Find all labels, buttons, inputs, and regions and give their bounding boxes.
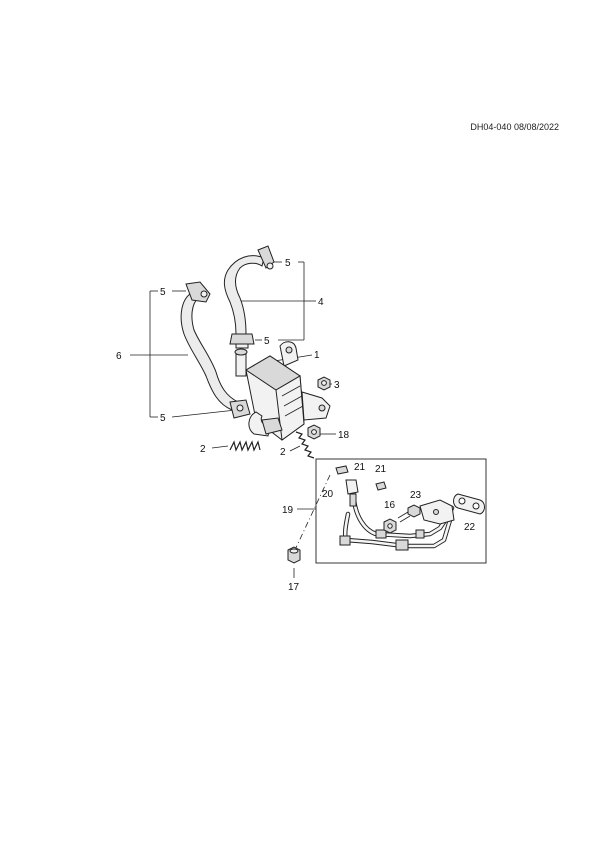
callout-19: 19 (282, 505, 294, 516)
centerline (293, 474, 331, 553)
gasket-22 (453, 493, 485, 515)
callout-5-left-bottom: 5 (160, 413, 166, 424)
clip-21-left (335, 465, 349, 475)
callout-5-top: 5 (285, 258, 291, 269)
leader-lines (130, 261, 336, 578)
callout-23: 23 (410, 490, 422, 501)
callout-20: 20 (322, 489, 334, 500)
callout-1: 1 (314, 350, 320, 361)
hose-4 (223, 245, 275, 349)
nut-3 (317, 376, 331, 391)
callout-21-left: 21 (354, 462, 366, 473)
nut-17 (287, 546, 301, 564)
fitting-20 (345, 479, 359, 507)
hose-6 (180, 281, 251, 419)
callout-18: 18 (338, 430, 350, 441)
canister-1 (234, 341, 331, 441)
spring-2-right (295, 431, 315, 459)
clip-21-right (375, 481, 387, 491)
nut-16 (383, 518, 397, 534)
callout-5-left-top: 5 (160, 287, 166, 298)
callout-22: 22 (464, 522, 476, 533)
bolt-23 (397, 504, 421, 523)
callout-21-right: 21 (375, 464, 387, 475)
callout-6: 6 (116, 351, 122, 362)
spring-2-left (229, 440, 261, 452)
callout-16: 16 (384, 500, 396, 511)
callout-3: 3 (334, 380, 340, 391)
callout-2-right: 2 (280, 447, 286, 458)
callout-4: 4 (318, 297, 324, 308)
callout-17: 17 (288, 582, 300, 593)
document-id: DH04-040 08/08/2022 (470, 122, 559, 132)
callout-5-mid: 5 (264, 336, 270, 347)
assembly-19-box (315, 458, 487, 564)
pipe-assembly-19 (339, 479, 455, 551)
callout-2-left: 2 (200, 444, 206, 455)
bolt-18 (307, 424, 321, 440)
callouts: 5 5 4 5 1 6 3 5 18 2 2 21 21 20 23 16 19… (116, 258, 476, 593)
